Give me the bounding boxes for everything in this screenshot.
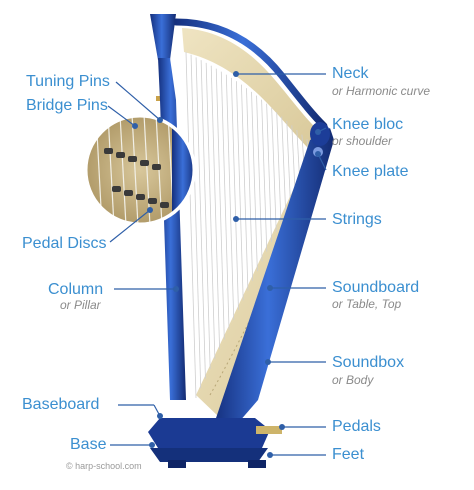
foot-left <box>168 460 186 468</box>
base-bottom <box>150 448 268 462</box>
label-feet: Feet <box>332 446 365 463</box>
leader-lines <box>107 73 327 456</box>
pedals-shape <box>256 426 282 434</box>
label-knee-bloc-sub: or shoulder <box>332 134 393 148</box>
column-crown <box>150 14 176 60</box>
soundbox-shape <box>214 128 334 430</box>
label-soundboard-sub: or Table, Top <box>332 297 402 311</box>
soundboard-decoration <box>209 179 309 396</box>
strings-group <box>185 51 315 399</box>
label-soundbox-sub: or Body <box>332 373 374 387</box>
foot-right <box>248 460 266 468</box>
label-pedals: Pedals <box>332 418 381 435</box>
column-shape <box>158 58 186 400</box>
label-baseboard: Baseboard <box>22 396 100 413</box>
label-pedal-discs: Pedal Discs <box>22 235 107 252</box>
label-strings: Strings <box>332 211 382 228</box>
neck-panel <box>182 28 318 150</box>
neck-rim <box>172 18 328 130</box>
label-base: Base <box>70 436 107 453</box>
leader-dots <box>132 71 321 458</box>
detail-zoom <box>84 114 196 226</box>
label-soundbox: Soundbox <box>332 354 405 371</box>
label-knee-bloc: Knee bloc <box>332 116 404 133</box>
label-soundboard: Soundboard <box>332 279 420 296</box>
label-neck-sub: or Harmonic curve <box>332 84 431 98</box>
label-tuning-pins: Tuning Pins <box>26 73 110 90</box>
base-top <box>148 418 270 448</box>
label-knee-plate: Knee plate <box>332 163 409 180</box>
copyright-text: © harp-school.com <box>66 461 142 471</box>
label-neck: Neck <box>332 65 369 82</box>
label-column: Column <box>48 281 104 298</box>
label-column-sub: or Pillar <box>60 298 101 312</box>
label-bridge-pins: Bridge Pins <box>26 97 108 114</box>
